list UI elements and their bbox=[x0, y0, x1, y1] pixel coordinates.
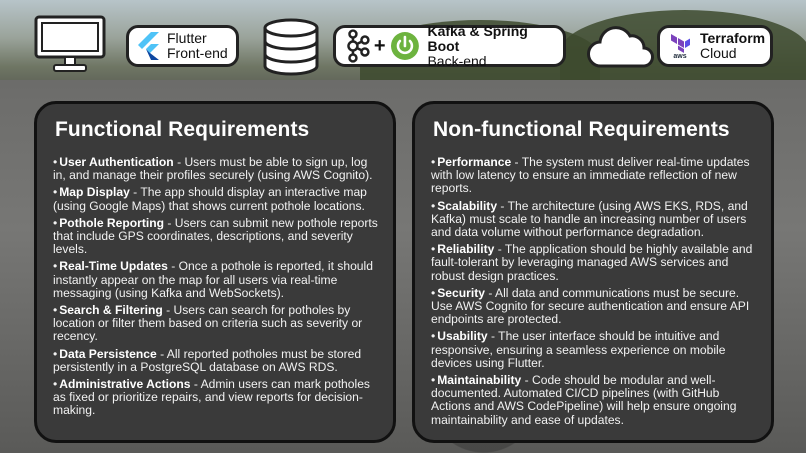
bullet-icon: • bbox=[53, 155, 58, 169]
requirement-item: •Maintainability - Code should be modula… bbox=[431, 373, 757, 427]
bullet-icon: • bbox=[53, 303, 58, 318]
requirement-name: Map Display bbox=[59, 185, 130, 200]
requirement-name: Real-Time Updates bbox=[59, 259, 168, 274]
requirement-description: - The architecture (using AWS EKS, RDS, … bbox=[431, 198, 748, 240]
bullet-icon: • bbox=[431, 329, 436, 344]
requirement-name: Security bbox=[437, 285, 485, 300]
requirement-item: •Usability - The user interface should b… bbox=[431, 330, 757, 370]
requirement-item: •Real-Time Updates - Once a pothole is r… bbox=[53, 260, 379, 300]
requirement-description: - Once a pothole is reported, it should … bbox=[53, 259, 373, 300]
requirement-description: - The app should display an interactive … bbox=[53, 185, 367, 213]
requirement-description: - All reported potholes must be stored p… bbox=[53, 346, 362, 374]
backend-badge: + Kafka & Spring Boot Back-end bbox=[333, 22, 566, 69]
requirement-description: - Users must be able to sign up, log in,… bbox=[53, 155, 373, 183]
aws-logo-text: aws bbox=[673, 52, 687, 60]
requirement-name: Data Persistence bbox=[59, 346, 157, 361]
requirement-name: Pothole Reporting bbox=[59, 215, 165, 230]
requirement-name: Usability bbox=[437, 329, 488, 344]
frontend-label: Front-end bbox=[167, 45, 228, 61]
plus-sign: + bbox=[373, 34, 386, 57]
bullet-icon: • bbox=[431, 373, 436, 388]
requirement-description: - All data and communications must be se… bbox=[431, 285, 750, 327]
card-title: Functional Requirements bbox=[55, 118, 310, 141]
requirement-item: •Administrative Actions - Admin users ca… bbox=[53, 377, 379, 418]
requirement-name: Administrative Actions bbox=[59, 377, 191, 392]
database-icon bbox=[262, 18, 320, 76]
terraform-badge: aws Terraform Cloud bbox=[657, 25, 773, 67]
terraform-label: Terraform bbox=[700, 30, 766, 46]
nonfunctional-requirements-card: Non-functional Requirements •Performance… bbox=[412, 101, 774, 443]
bullet-icon: • bbox=[53, 346, 58, 361]
requirement-description: - Admin users can mark potholes as fixed… bbox=[53, 377, 370, 418]
requirement-name: Maintainability bbox=[437, 373, 522, 388]
bullet-icon: • bbox=[53, 259, 58, 274]
backend-label: Back-end bbox=[427, 52, 487, 69]
requirement-description: - Code should be modular and well-docume… bbox=[431, 373, 737, 427]
requirement-item: •Scalability - The architecture (using A… bbox=[431, 198, 757, 240]
flutter-icon bbox=[138, 32, 159, 60]
requirement-item: •Security - All data and communications … bbox=[431, 285, 757, 327]
terraform-icon bbox=[671, 33, 690, 53]
requirement-description: - The system must deliver real-time upda… bbox=[431, 155, 750, 196]
card-title: Non-functional Requirements bbox=[433, 118, 730, 141]
bullet-icon: • bbox=[431, 285, 436, 300]
bullet-icon: • bbox=[53, 215, 58, 230]
requirement-name: Scalability bbox=[437, 198, 498, 213]
requirements-list: •Performance - The system must deliver r… bbox=[431, 155, 757, 427]
requirement-item: •Performance - The system must deliver r… bbox=[431, 155, 757, 196]
requirement-description: - Users can submit new pothole reports t… bbox=[53, 215, 378, 257]
requirement-description: - The application should be highly avail… bbox=[431, 242, 753, 283]
requirement-name: Performance bbox=[437, 155, 512, 169]
cloud-label: Cloud bbox=[700, 45, 737, 61]
bullet-icon: • bbox=[53, 377, 58, 392]
requirement-description: - The user interface should be intuitive… bbox=[431, 329, 726, 370]
requirement-item: •Map Display - The app should display an… bbox=[53, 185, 379, 213]
bullet-icon: • bbox=[431, 155, 436, 169]
requirement-description: - Users can search for potholes by locat… bbox=[53, 303, 363, 344]
kafka-spring-label: Kafka & Spring Boot bbox=[427, 22, 528, 54]
spring-boot-icon bbox=[390, 32, 419, 60]
functional-requirements-card: Functional Requirements •User Authentica… bbox=[34, 101, 396, 443]
flutter-badge: Flutter Front-end bbox=[126, 25, 239, 67]
flutter-label: Flutter bbox=[167, 30, 207, 46]
requirement-item: •Search & Filtering - Users can search f… bbox=[53, 303, 379, 344]
requirement-item: •Data Persistence - All reported pothole… bbox=[53, 346, 379, 374]
requirement-item: •Reliability - The application should be… bbox=[431, 243, 757, 283]
requirement-item: •User Authentication - Users must be abl… bbox=[53, 155, 379, 183]
bullet-icon: • bbox=[431, 198, 436, 213]
kafka-icon bbox=[347, 29, 370, 63]
monitor-icon bbox=[34, 15, 106, 73]
bullet-icon: • bbox=[53, 185, 58, 200]
bullet-icon: • bbox=[431, 242, 436, 257]
requirement-name: Search & Filtering bbox=[59, 303, 163, 318]
cloud-icon bbox=[587, 24, 655, 70]
requirements-list: •User Authentication - Users must be abl… bbox=[53, 155, 379, 418]
requirement-name: Reliability bbox=[437, 242, 495, 257]
requirement-item: •Pothole Reporting - Users can submit ne… bbox=[53, 215, 379, 257]
requirement-name: User Authentication bbox=[59, 155, 174, 169]
